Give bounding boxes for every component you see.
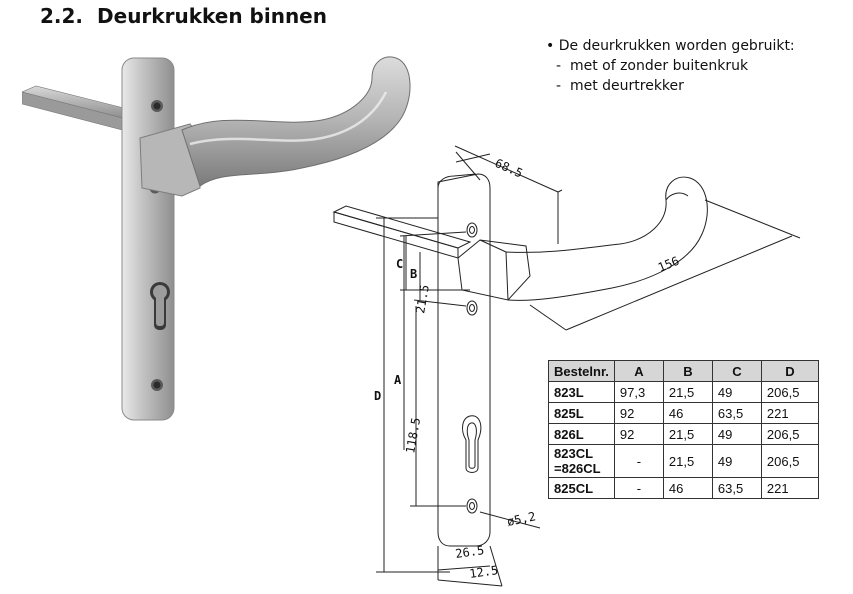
table-header-row: Bestelnr. A B C D xyxy=(548,360,819,382)
label-c: C xyxy=(396,257,403,271)
usage-bullets: • De deurkrukken worden gebruikt: - met … xyxy=(546,36,795,96)
bullet-item: - met of zonder buitenkruk xyxy=(556,58,749,74)
heading-title: Deurkrukken binnen xyxy=(97,4,327,28)
table-row: 825L 92 46 63,5 221 xyxy=(548,402,819,424)
dim-plate-width: 26.5 xyxy=(454,543,485,561)
table-row: 825CL - 46 63,5 221 xyxy=(548,477,819,499)
col-header: C xyxy=(711,360,762,382)
bullet-intro: • De deurkrukken worden gebruikt: xyxy=(546,38,795,54)
bullet-dot-icon: • xyxy=(546,38,555,54)
dim-hole: ø5,2 xyxy=(506,509,537,529)
col-header: Bestelnr. xyxy=(548,360,615,382)
page-heading: 2.2. Deurkrukken binnen xyxy=(40,4,327,28)
table-row: 826L 92 21,5 49 206,5 xyxy=(548,423,819,445)
heading-number: 2.2. xyxy=(40,4,84,28)
dim-top-width: 68.5 xyxy=(493,156,525,181)
label-a: A xyxy=(394,373,402,387)
table-row: 823CL =826CL - 21,5 49 206,5 xyxy=(548,444,819,478)
technical-drawing: 68.5 156 D A C B 21.5 118.5 ø5,2 26.5 12… xyxy=(332,145,801,587)
dim-pitch: 21.5 xyxy=(413,284,432,315)
label-d: D xyxy=(374,389,381,403)
spec-table: Bestelnr. A B C D 823L 97,3 21,5 49 206,… xyxy=(548,360,819,499)
col-header: D xyxy=(760,360,819,382)
col-header: A xyxy=(613,360,664,382)
col-header: B xyxy=(662,360,713,382)
bullet-item: - met deurtrekker xyxy=(556,78,684,94)
label-b: B xyxy=(410,267,417,281)
dim-lower: 118.5 xyxy=(403,417,423,455)
dim-plate-half: 12.5 xyxy=(468,563,499,581)
table-row: 823L 97,3 21,5 49 206,5 xyxy=(548,381,819,403)
dim-length: 156 xyxy=(656,254,681,275)
door-handle-photo xyxy=(22,56,411,421)
